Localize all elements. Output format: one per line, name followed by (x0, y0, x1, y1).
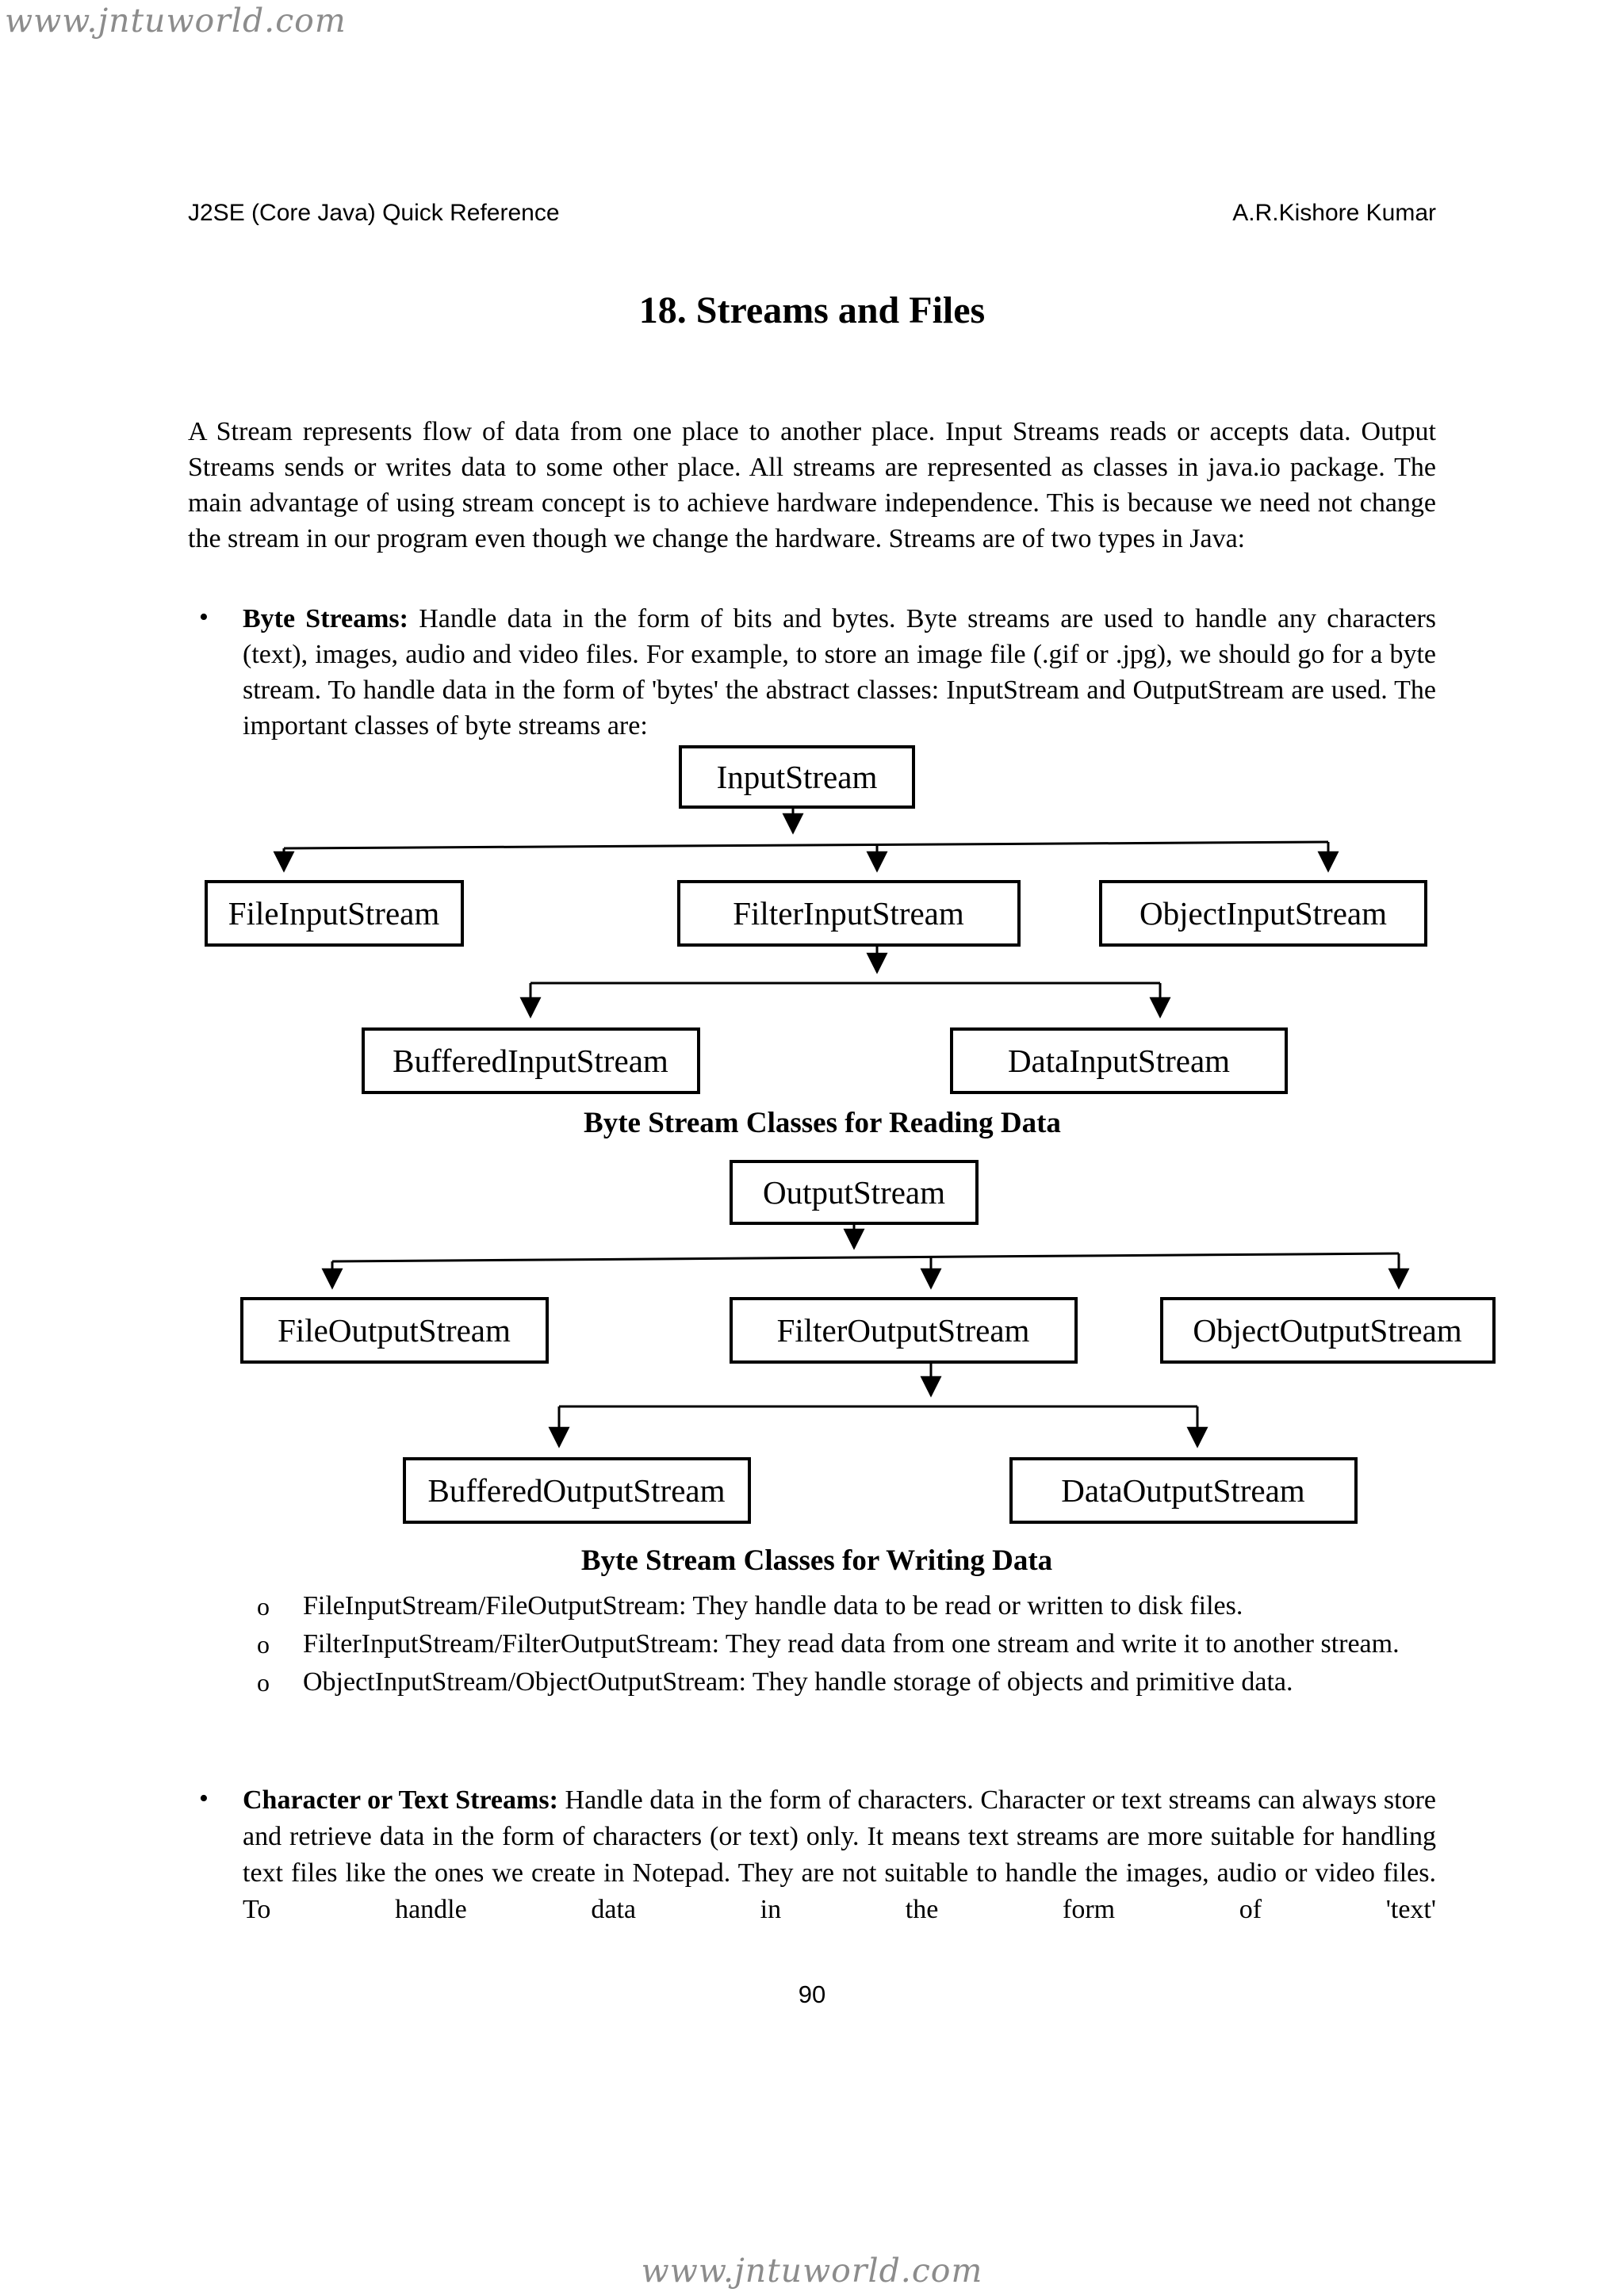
node-objectinputstream: ObjectInputStream (1099, 880, 1427, 947)
circle-marker: o (257, 1668, 270, 1697)
diagram-byte-stream-writing: OutputStream FileOutputStream FilterOutp… (240, 1160, 1496, 1577)
reading-diagram-caption: Byte Stream Classes for Reading Data (584, 1107, 1061, 1139)
diagram-byte-stream-reading: InputStream FileInputStream FilterInputS… (205, 745, 1427, 1139)
bullet-dot-marker: • (199, 603, 209, 632)
page-header: J2SE (Core Java) Quick Reference A.R.Kis… (188, 200, 1436, 227)
node-datainputstream: DataInputStream (950, 1027, 1288, 1094)
node-fileinputstream-label: FileInputStream (228, 895, 440, 932)
sub-bullet-filter-streams: o FilterInputStream/FilterOutputStream: T… (188, 1625, 1436, 1663)
node-outputstream: OutputStream (730, 1160, 979, 1225)
sub-bullet-object-streams-text: ObjectInputStream/ObjectOutputStream: Th… (303, 1667, 1293, 1697)
watermark-top: www.jntuworld.com (5, 2, 347, 40)
node-bufferedoutputstream-label: BufferedOutputStream (428, 1472, 726, 1509)
node-filterinputstream: FilterInputStream (677, 880, 1021, 947)
sub-bullet-filter-streams-text: FilterInputStream/FilterOutputStream: Th… (303, 1629, 1400, 1659)
page-number: 90 (798, 1980, 826, 2008)
bullet-character-streams-text: Handle data in the form of characters. C… (243, 1785, 1437, 1924)
node-filteroutputstream: FilterOutputStream (730, 1297, 1078, 1364)
node-bufferedinputstream-label: BufferedInputStream (393, 1043, 668, 1079)
node-dataoutputstream: DataOutputStream (1009, 1457, 1358, 1524)
node-objectoutputstream: ObjectOutputStream (1160, 1297, 1496, 1364)
bullet-character-streams: • Character or Text Streams: Handle data … (188, 1782, 1436, 1928)
node-fileinputstream: FileInputStream (205, 880, 464, 947)
writing-diagram-caption: Byte Stream Classes for Writing Data (581, 1544, 1052, 1577)
page-title: 18. Streams and Files (638, 289, 986, 331)
watermark-bottom: www.jntuworld.com (641, 2252, 983, 2290)
sub-bullet-file-streams: o FileInputStream/FileOutputStream: They … (188, 1587, 1436, 1625)
node-dataoutputstream-label: DataOutputStream (1061, 1472, 1305, 1509)
stream-class-sub-bullets: o FileInputStream/FileOutputStream: They … (188, 1587, 1436, 1701)
header-right-text: A.R.Kishore Kumar (1232, 200, 1436, 226)
node-filterinputstream-label: FilterInputStream (733, 895, 964, 932)
reading-connectors (273, 807, 1339, 1019)
header-left-text: J2SE (Core Java) Quick Reference (188, 200, 560, 226)
node-bufferedoutputstream: BufferedOutputStream (403, 1457, 751, 1524)
node-objectinputstream-label: ObjectInputStream (1139, 895, 1387, 932)
writing-connectors (321, 1223, 1410, 1448)
sub-bullet-file-streams-text: FileInputStream/FileOutputStream: They h… (303, 1591, 1243, 1621)
node-outputstream-label: OutputStream (763, 1174, 945, 1211)
node-inputstream-label: InputStream (717, 759, 878, 795)
bullet-byte-streams: • Byte Streams: Handle data in the form o… (188, 601, 1436, 744)
node-filteroutputstream-label: FilterOutputStream (777, 1312, 1030, 1349)
circle-marker: o (257, 1630, 270, 1659)
bullet-character-streams-lead: Character or Text Streams: (243, 1785, 558, 1815)
node-inputstream: InputStream (679, 745, 915, 809)
sub-bullet-object-streams: o ObjectInputStream/ObjectOutputStream: T… (188, 1663, 1436, 1701)
node-fileoutputstream-label: FileOutputStream (278, 1312, 511, 1349)
circle-marker: o (257, 1592, 270, 1621)
node-fileoutputstream: FileOutputStream (240, 1297, 549, 1364)
node-objectoutputstream-label: ObjectOutputStream (1193, 1312, 1461, 1349)
node-datainputstream-label: DataInputStream (1008, 1043, 1230, 1079)
intro-paragraph: A Stream represents flow of data from on… (188, 417, 1436, 553)
bullet-dot-marker: • (199, 1784, 209, 1813)
bullet-byte-streams-text: Handle data in the form of bits and byte… (243, 604, 1437, 740)
bullet-byte-streams-lead: Byte Streams: (243, 604, 408, 633)
node-bufferedinputstream: BufferedInputStream (362, 1027, 700, 1094)
